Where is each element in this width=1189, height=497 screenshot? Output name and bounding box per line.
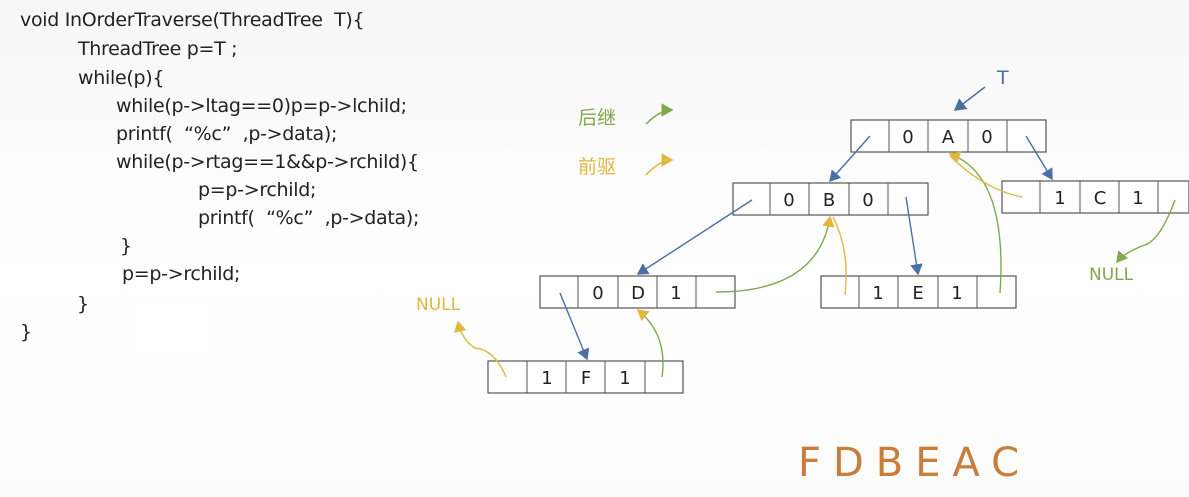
node-C-data: C — [1094, 188, 1107, 209]
node-C: 1 C 1 — [1001, 180, 1189, 214]
root-pointer-label: T — [996, 67, 1009, 89]
node-F: 1 F 1 — [487, 360, 684, 394]
null-label-F: NULL — [416, 295, 461, 315]
node-F-data: F — [581, 368, 591, 389]
node-A: 0 A 0 — [850, 119, 1047, 153]
code-line: printf( “%c” ,p->data); — [116, 123, 338, 145]
node-C-ltag: 1 — [1054, 188, 1065, 209]
node-F-ltag: 1 — [541, 368, 552, 389]
code-line: } — [120, 235, 132, 257]
traversal-result: FDBEAC — [798, 440, 1032, 486]
thread-C-left-A — [949, 155, 1023, 198]
node-A-ltag: 0 — [902, 127, 913, 148]
node-B-ltag: 0 — [783, 190, 794, 211]
node-D-ltag: 0 — [592, 283, 603, 304]
code-line: p=p->rchild; — [198, 179, 317, 201]
thread-C-right-null — [1116, 199, 1176, 264]
code-line: void InOrderTraverse(ThreadTree T){ — [20, 9, 365, 31]
code-line: ThreadTree p=T ; — [78, 38, 238, 60]
edge-B-left-D — [636, 199, 753, 275]
node-C-rtag: 1 — [1132, 188, 1143, 209]
root-pointer-arrow — [953, 86, 986, 111]
thread-E-right-A — [948, 151, 1002, 294]
code-line: while(p){ — [78, 67, 165, 89]
edge-B-right-E — [905, 196, 923, 276]
edge-A-right-C — [1025, 135, 1053, 181]
null-label-C: NULL — [1089, 265, 1134, 285]
node-D-data: D — [631, 283, 645, 304]
edge-A-left-B — [829, 135, 871, 183]
code-line: } — [20, 321, 32, 343]
thread-D-right-B — [715, 215, 835, 293]
white-patch — [133, 300, 211, 358]
node-D: 0 D 1 — [539, 275, 736, 309]
code-line: printf( “%c” ,p->data); — [198, 207, 420, 229]
code-line: } — [77, 293, 89, 315]
legend-predecessor-label: 前驱 — [578, 156, 616, 178]
code-line: while(p->rtag==1&&p->rchild){ — [116, 151, 419, 173]
node-B: 0 B 0 — [732, 182, 929, 216]
code-block: void InOrderTraverse(ThreadTree T){ Thre… — [0, 0, 520, 360]
code-line: p=p->rchild; — [122, 263, 241, 285]
legend-predecessor-arrow — [645, 153, 674, 176]
legend-successor-arrow — [645, 103, 674, 125]
thread-E-left-B — [832, 216, 847, 296]
node-F-rtag: 1 — [619, 368, 630, 389]
legend-successor-label: 后继 — [578, 107, 616, 129]
thread-F-right-D — [636, 309, 664, 378]
node-E-rtag: 1 — [951, 283, 962, 304]
node-D-rtag: 1 — [670, 283, 681, 304]
node-B-data: B — [823, 190, 835, 211]
node-B-rtag: 0 — [862, 190, 873, 211]
code-line: while(p->ltag==0)p=p->lchild; — [116, 95, 407, 117]
node-E-data: E — [912, 283, 923, 304]
node-E-ltag: 1 — [872, 283, 883, 304]
thread-F-left-null — [453, 320, 507, 378]
node-A-data: A — [942, 127, 955, 148]
node-A-rtag: 0 — [981, 127, 992, 148]
edge-D-left-F — [559, 292, 590, 361]
node-E: 1 E 1 — [820, 275, 1017, 309]
